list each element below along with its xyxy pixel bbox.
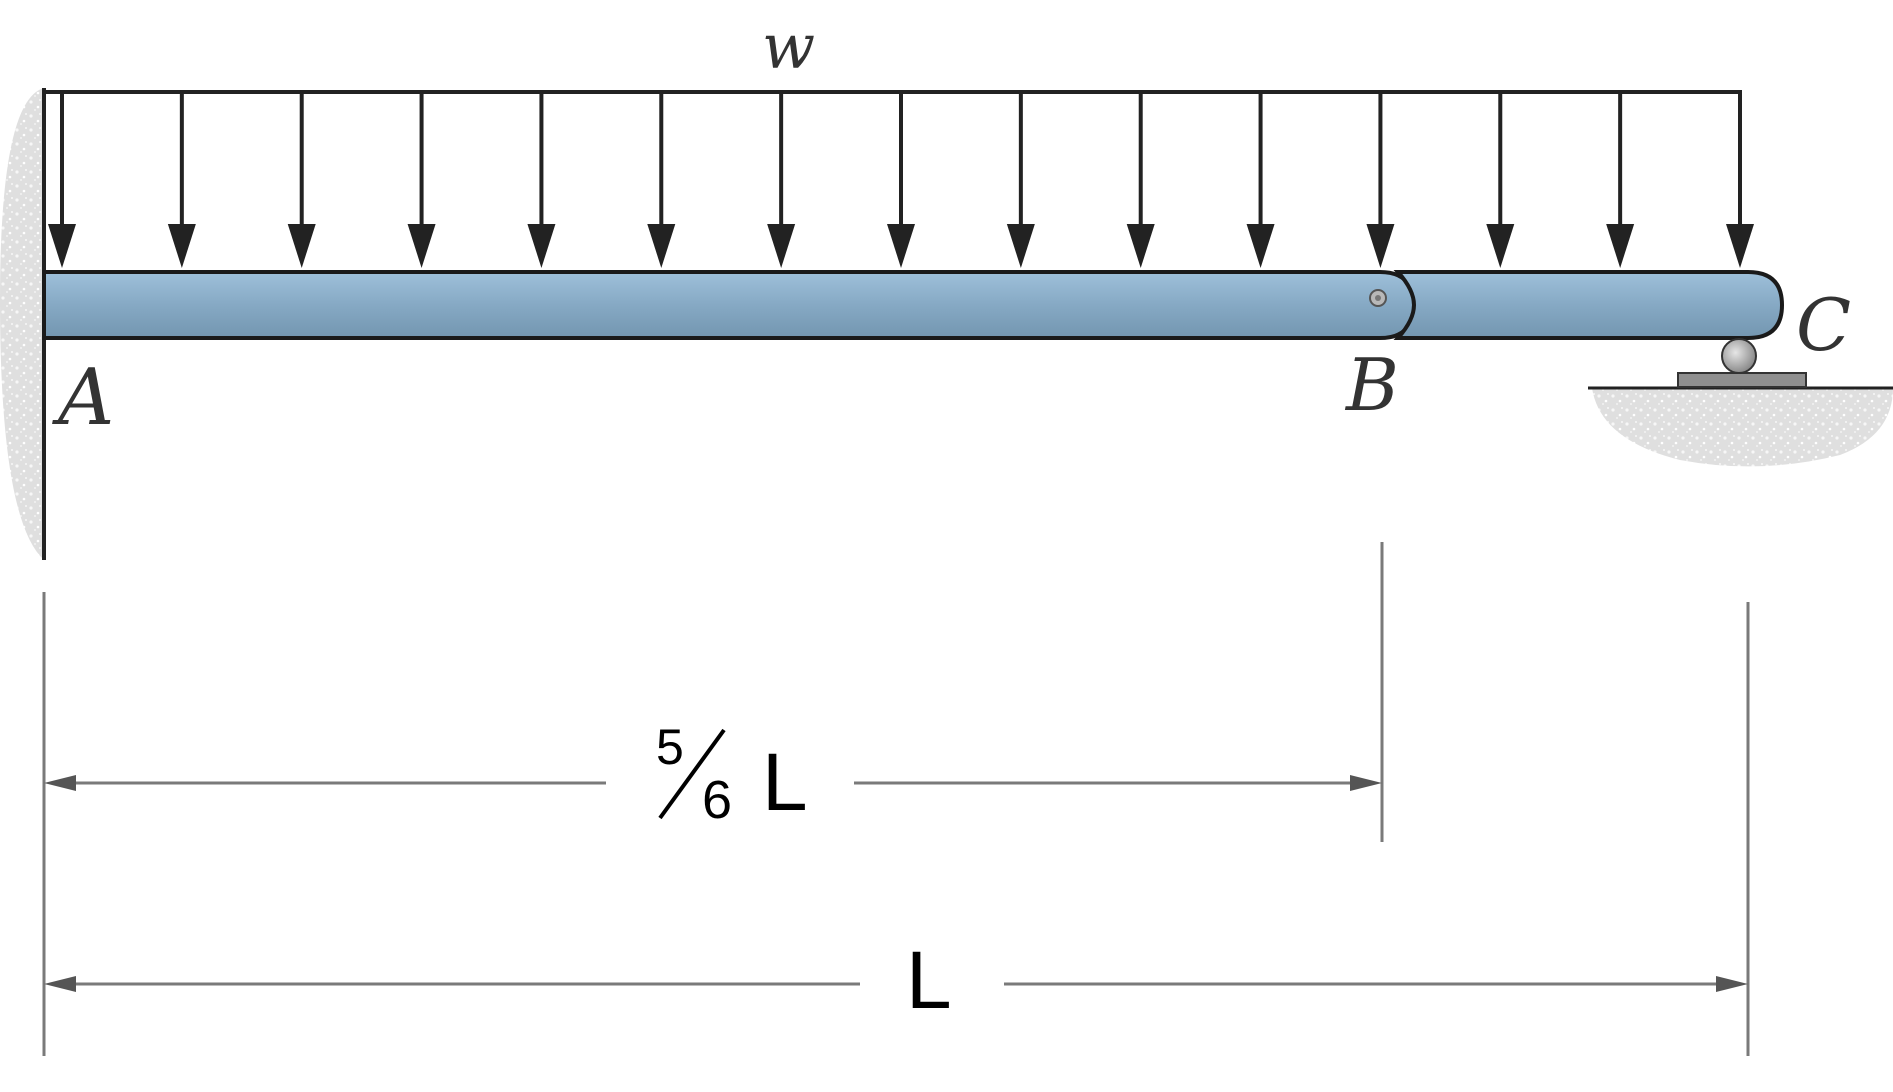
- load-arrow-head: [647, 224, 676, 268]
- label-point-a: A: [52, 353, 114, 443]
- load-arrow-head: [527, 224, 556, 268]
- load-arrows: [48, 92, 1754, 268]
- dimension-extension-lines: [42, 542, 1750, 1056]
- dimension-ac-label: L: [906, 935, 952, 1026]
- load-arrow-head: [1486, 224, 1515, 268]
- dimension-ab-unit: L: [762, 737, 808, 828]
- load-arrow-head: [887, 224, 915, 268]
- dimension-ab-denominator: 6: [702, 770, 732, 830]
- load-arrow-head: [1606, 224, 1635, 268]
- dimension-ab: 5 6 L: [44, 719, 1382, 830]
- load-arrow-head: [48, 224, 76, 268]
- load-arrow-head: [1726, 224, 1754, 268]
- distributed-load: [44, 90, 1754, 268]
- dimension-ac: L: [44, 935, 1748, 1026]
- hinge-b-icon: [1369, 289, 1387, 307]
- load-arrow-head: [1366, 224, 1395, 268]
- beam-bc: [1393, 270, 1785, 340]
- load-arrow-head: [407, 224, 436, 268]
- roller-icon: [1721, 338, 1757, 374]
- dimension-ab-numerator: 5: [656, 719, 684, 775]
- load-arrow-head: [1126, 224, 1155, 268]
- load-arrow-head: [767, 224, 796, 268]
- label-point-b: B: [1344, 343, 1399, 427]
- roller-support-c: [1588, 338, 1893, 467]
- label-load-w: w: [762, 10, 815, 83]
- load-arrow-head: [1006, 224, 1035, 268]
- load-arrow-head: [167, 224, 196, 268]
- beam-ab: [42, 270, 1417, 340]
- load-arrow-head: [287, 224, 316, 268]
- fixed-wall-support: [0, 88, 46, 560]
- label-point-c: C: [1796, 283, 1851, 367]
- load-arrow-head: [1246, 224, 1275, 268]
